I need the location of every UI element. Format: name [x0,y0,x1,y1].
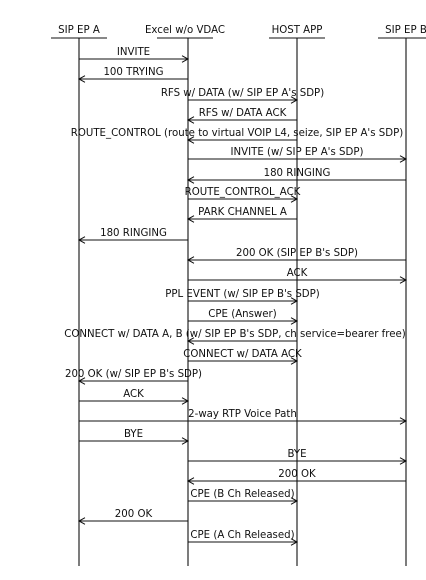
message: CONNECT w/ DATA A, B (w/ SIP EP B's SDP,… [64,329,406,345]
arrowhead [186,256,195,264]
arrowhead [181,397,190,405]
message: 100 TRYING [77,67,188,83]
arrowhead [290,357,299,365]
participant-label: Excel w/o VDAC [145,25,225,36]
message-label: ROUTE_CONTROL_ACK [185,187,301,198]
message: ACK [79,389,190,405]
arrowhead [290,96,299,104]
arrowhead [186,477,195,485]
message-label: ROUTE_CONTROL (route to virtual VOIP L4,… [71,128,403,139]
message-label: 200 OK (w/ SIP EP B's SDP) [65,369,202,380]
message: RFS w/ DATA (w/ SIP EP A's SDP) [161,88,324,104]
message-label: PARK CHANNEL A [198,207,287,218]
message-label: 180 RINGING [264,168,331,179]
arrowhead [186,136,195,144]
participant-label: SIP EP A [58,25,100,36]
message-label: 200 OK [115,509,153,520]
message-label: INVITE (w/ SIP EP A's SDP) [231,147,364,158]
message-label: PPL EVENT (w/ SIP EP B's SDP) [165,289,320,300]
message-label: 100 TRYING [103,67,163,78]
arrowhead [290,497,299,505]
arrowhead [290,538,299,546]
message: 200 OK (SIP EP B's SDP) [186,248,406,264]
message-label: ACK [123,389,144,400]
arrowhead [399,457,408,465]
message: 200 OK (w/ SIP EP B's SDP) [65,369,202,385]
message: PARK CHANNEL A [186,207,297,223]
message: ROUTE_CONTROL_ACK [185,187,301,203]
message-label: BYE [124,429,143,440]
message: INVITE [79,47,190,63]
message: CPE (A Ch Released) [188,530,299,546]
arrowhead [399,155,408,163]
arrowhead [77,75,86,83]
arrowhead [77,377,86,385]
message-label: RFS w/ DATA (w/ SIP EP A's SDP) [161,88,324,99]
message: CONNECT w/ DATA ACK [183,349,302,365]
messages: INVITE 100 TRYING RFS w/ DATA (w/ SIP EP A… [64,47,408,546]
arrowhead [181,55,190,63]
arrowhead [77,517,86,525]
participant-label: HOST APP [272,25,323,36]
arrowhead [399,276,408,284]
arrowhead [186,176,195,184]
message-label: CPE (A Ch Released) [190,530,294,541]
message-label: BYE [287,449,306,460]
arrowhead [290,195,299,203]
message: BYE [79,429,190,445]
message-label: 200 OK (SIP EP B's SDP) [236,248,358,259]
message-label: 2-way RTP Voice Path [188,409,297,420]
message-label: CPE (B Ch Released) [190,489,294,500]
participant-label: SIP EP B [385,25,426,36]
message-label: CONNECT w/ DATA ACK [183,349,302,360]
lifelines [78,38,407,566]
arrowhead [186,215,195,223]
message: RFS w/ DATA ACK [186,108,297,124]
message-label: INVITE [117,47,150,58]
message: 2-way RTP Voice Path [79,409,408,425]
participant-headers: SIP EP A Excel w/o VDAC HOST APP SIP EP B [51,25,426,39]
message-label: 200 OK [278,469,316,480]
message: BYE [188,449,408,465]
arrowhead [186,116,195,124]
message: 180 RINGING [186,168,406,184]
message-label: CPE (Answer) [208,309,276,320]
arrowhead [186,337,195,345]
message-label: 180 RINGING [100,228,167,239]
message: 180 RINGING [77,228,188,244]
message: PPL EVENT (w/ SIP EP B's SDP) [165,289,320,305]
arrowhead [181,437,190,445]
arrowhead [77,236,86,244]
message: CPE (Answer) [188,309,299,325]
message: ROUTE_CONTROL (route to virtual VOIP L4,… [71,128,403,144]
message: ACK [188,268,408,284]
message: INVITE (w/ SIP EP A's SDP) [188,147,408,163]
message-label: RFS w/ DATA ACK [199,108,287,119]
message-label: CONNECT w/ DATA A, B (w/ SIP EP B's SDP,… [64,329,406,340]
message: 200 OK [77,509,188,525]
arrowhead [290,297,299,305]
message: 200 OK [186,469,406,485]
message-label: ACK [287,268,308,279]
arrowhead [399,417,408,425]
message: CPE (B Ch Released) [188,489,299,505]
arrowhead [290,317,299,325]
